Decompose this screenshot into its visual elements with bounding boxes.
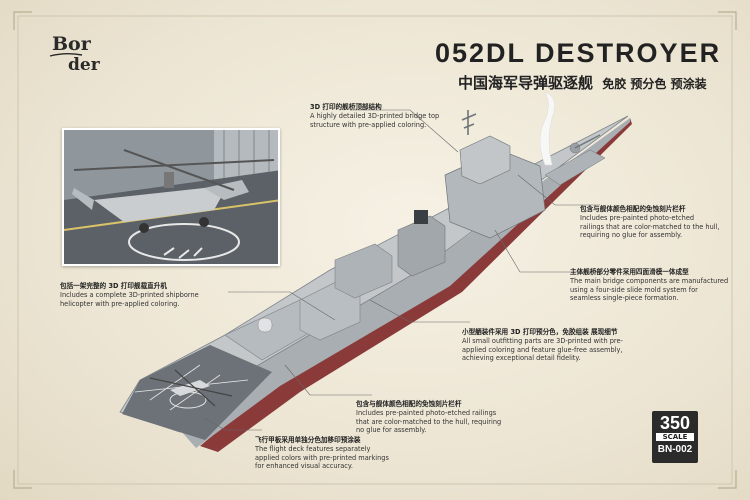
subtitle-cn: 中国海军导弹驱逐舰: [458, 74, 594, 92]
callout-flight-deck: 飞行甲板采用单独分色加移印预涂装 The flight deck feature…: [255, 436, 389, 471]
callout-helicopter: 包括一架完整的 3D 打印舰载直升机 Includes a complete 3…: [60, 282, 199, 308]
callout-outfitting: 小型舾装件采用 3D 打印预分色，免胶组装 展现细节 All small out…: [462, 328, 623, 363]
product-subtitle: 中国海军导弹驱逐舰 免胶 预分色 预涂装: [458, 72, 707, 93]
helicopter-inset-illustration: [64, 130, 278, 264]
subtitle-features: 免胶 预分色 预涂装: [602, 77, 707, 91]
product-code: BN-002: [657, 444, 693, 455]
brand-line2: der: [68, 55, 101, 74]
callout-railings-top: 包含与舰体颜色相配的免蚀刻片栏杆 Includes pre-painted ph…: [580, 205, 720, 240]
brand-logo: Bor der: [49, 33, 101, 74]
product-title: 052DL DESTROYER: [435, 38, 722, 68]
flight-deck: [122, 345, 272, 440]
scale-badge: 350 SCALE BN-002: [652, 411, 698, 463]
callout-bridge: 3D 打印的舰桥顶部结构 A highly detailed 3D-printe…: [310, 103, 440, 129]
missile-smoke: [539, 91, 556, 166]
mast: [461, 110, 477, 135]
callout-railings-bottom: 包含与舰体颜色相配的免蚀刻片栏杆 Includes pre-painted ph…: [356, 400, 502, 435]
helicopter-inset-photo: [62, 128, 280, 266]
scale-number: 350: [659, 413, 691, 433]
scale-word: SCALE: [656, 433, 694, 441]
callout-slide-mold: 主体舰桥部分零件采用四面滑模一体成型 The main bridge compo…: [570, 268, 729, 303]
deck-helicopter: [149, 369, 233, 407]
brand-line1: Bor: [52, 33, 92, 55]
funnel: [397, 215, 446, 277]
